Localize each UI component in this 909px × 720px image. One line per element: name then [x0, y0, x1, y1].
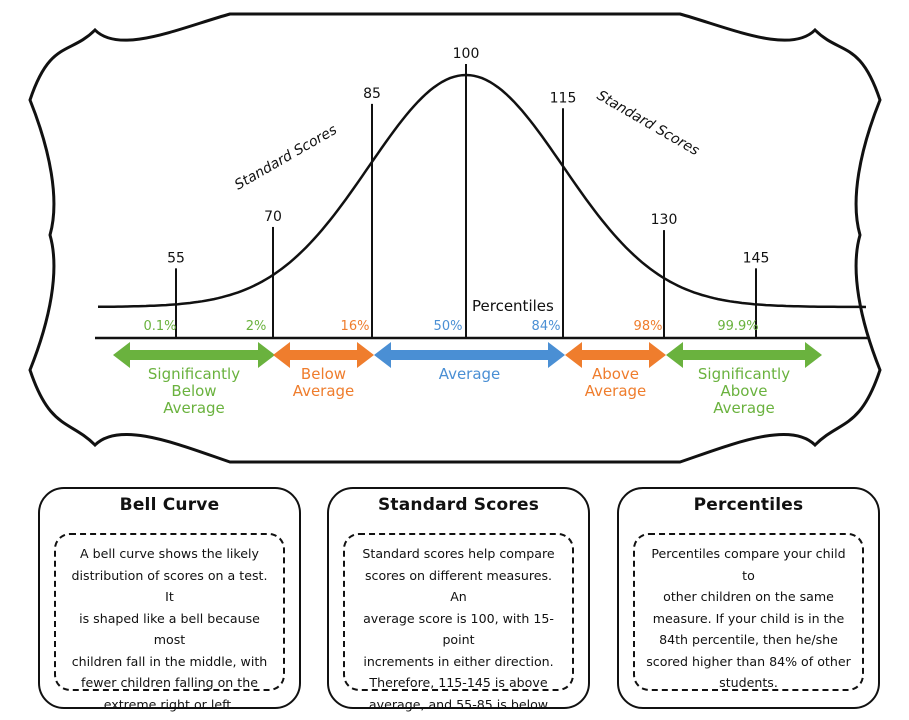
- range-arrows: SignificantlyBelowAverageBelowAverageAve…: [113, 342, 822, 417]
- range-label: Above: [720, 382, 767, 400]
- percentile-labels: 0.1% 2% 16% 50% 84% 98% 99.9%: [143, 319, 758, 334]
- card-line: average, and 55-85 is below: [368, 696, 549, 712]
- card-title: Bell Curve: [119, 495, 220, 515]
- range-arrow: [273, 342, 374, 368]
- range-label: Average: [439, 365, 501, 383]
- card-line: students.: [719, 675, 778, 690]
- score-label: 145: [743, 250, 770, 266]
- score-label: 55: [167, 250, 185, 266]
- card-line: measure. If your child is in the: [652, 610, 845, 626]
- range-label: Above: [592, 365, 639, 383]
- score-label: 70: [264, 209, 282, 225]
- card-body: Percentiles compare your child to other …: [633, 533, 864, 691]
- card-title: Percentiles: [693, 495, 804, 515]
- bell-curve: [98, 73, 867, 309]
- card-standard-scores: Standard Scores Standard scores help com…: [327, 487, 590, 712]
- standard-scores-label-right: Standard Scores: [594, 88, 702, 159]
- score-label: 100: [453, 46, 480, 62]
- percentile-label: 84%: [532, 319, 561, 334]
- card-bell-curve: Bell Curve A bell curve shows the likely…: [38, 487, 301, 712]
- range-label: Significantly: [698, 365, 790, 383]
- bell-curve-diagram: 55 70 85 100 115 130 145 0.1% 2% 16% 50% 84% 98% 99.…: [28, 12, 882, 464]
- score-markers: 55 70 85 100 115 130 145: [167, 46, 769, 338]
- card-body: A bell curve shows the likely distributi…: [54, 533, 285, 712]
- card-line: other children on the same: [663, 589, 834, 604]
- card-line: Percentiles compare your child to: [651, 546, 846, 583]
- range-label: Average: [713, 399, 775, 417]
- range-arrow: [565, 342, 666, 368]
- range-label: Significantly: [148, 365, 240, 383]
- percentile-label: 50%: [434, 319, 463, 334]
- range-label: Average: [163, 399, 225, 417]
- range-label: Below: [171, 382, 216, 400]
- card-line: scored higher than 84% of other: [646, 653, 851, 669]
- card-line: 84th percentile, then he/she: [659, 632, 838, 647]
- percentile-label: 98%: [634, 319, 663, 334]
- card-title: Standard Scores: [377, 495, 540, 515]
- card-line: A bell curve shows the likely: [80, 546, 259, 561]
- card-percentiles: Percentiles Percentiles compare your chi…: [617, 487, 880, 709]
- card-line: children fall in the middle, with: [71, 653, 268, 669]
- card-line: is shaped like a bell because most: [79, 610, 260, 648]
- range-label: Below: [301, 365, 346, 383]
- range-arrow: [374, 342, 565, 368]
- range-label: Average: [293, 382, 355, 400]
- score-label: 115: [550, 90, 577, 106]
- card-line: extreme right or left.: [103, 696, 236, 712]
- card-line: distribution of scores on a test. It: [71, 567, 268, 605]
- percentile-label: 16%: [341, 319, 370, 334]
- card-line: fewer children falling on the: [81, 675, 258, 690]
- card-line: average score is 100, with 15-point: [363, 610, 554, 648]
- card-line: Standard scores help compare: [362, 546, 555, 561]
- range-arrow: [113, 342, 275, 368]
- percentile-label: 99.9%: [717, 319, 758, 334]
- percentile-label: 0.1%: [143, 319, 176, 334]
- score-label: 130: [651, 212, 678, 228]
- card-body: Standard scores help compare scores on d…: [343, 533, 574, 712]
- card-line: scores on different measures. An: [364, 567, 553, 605]
- percentile-label: 2%: [246, 319, 267, 334]
- score-label: 85: [363, 86, 381, 102]
- range-arrow: [666, 342, 822, 368]
- range-label: Average: [585, 382, 647, 400]
- standard-scores-label-left: Standard Scores: [232, 122, 340, 193]
- card-line: Therefore, 115-145 is above: [369, 675, 548, 690]
- ornate-frame: [28, 12, 882, 464]
- percentiles-label: Percentiles: [472, 297, 554, 315]
- card-line: increments in either direction.: [363, 653, 554, 669]
